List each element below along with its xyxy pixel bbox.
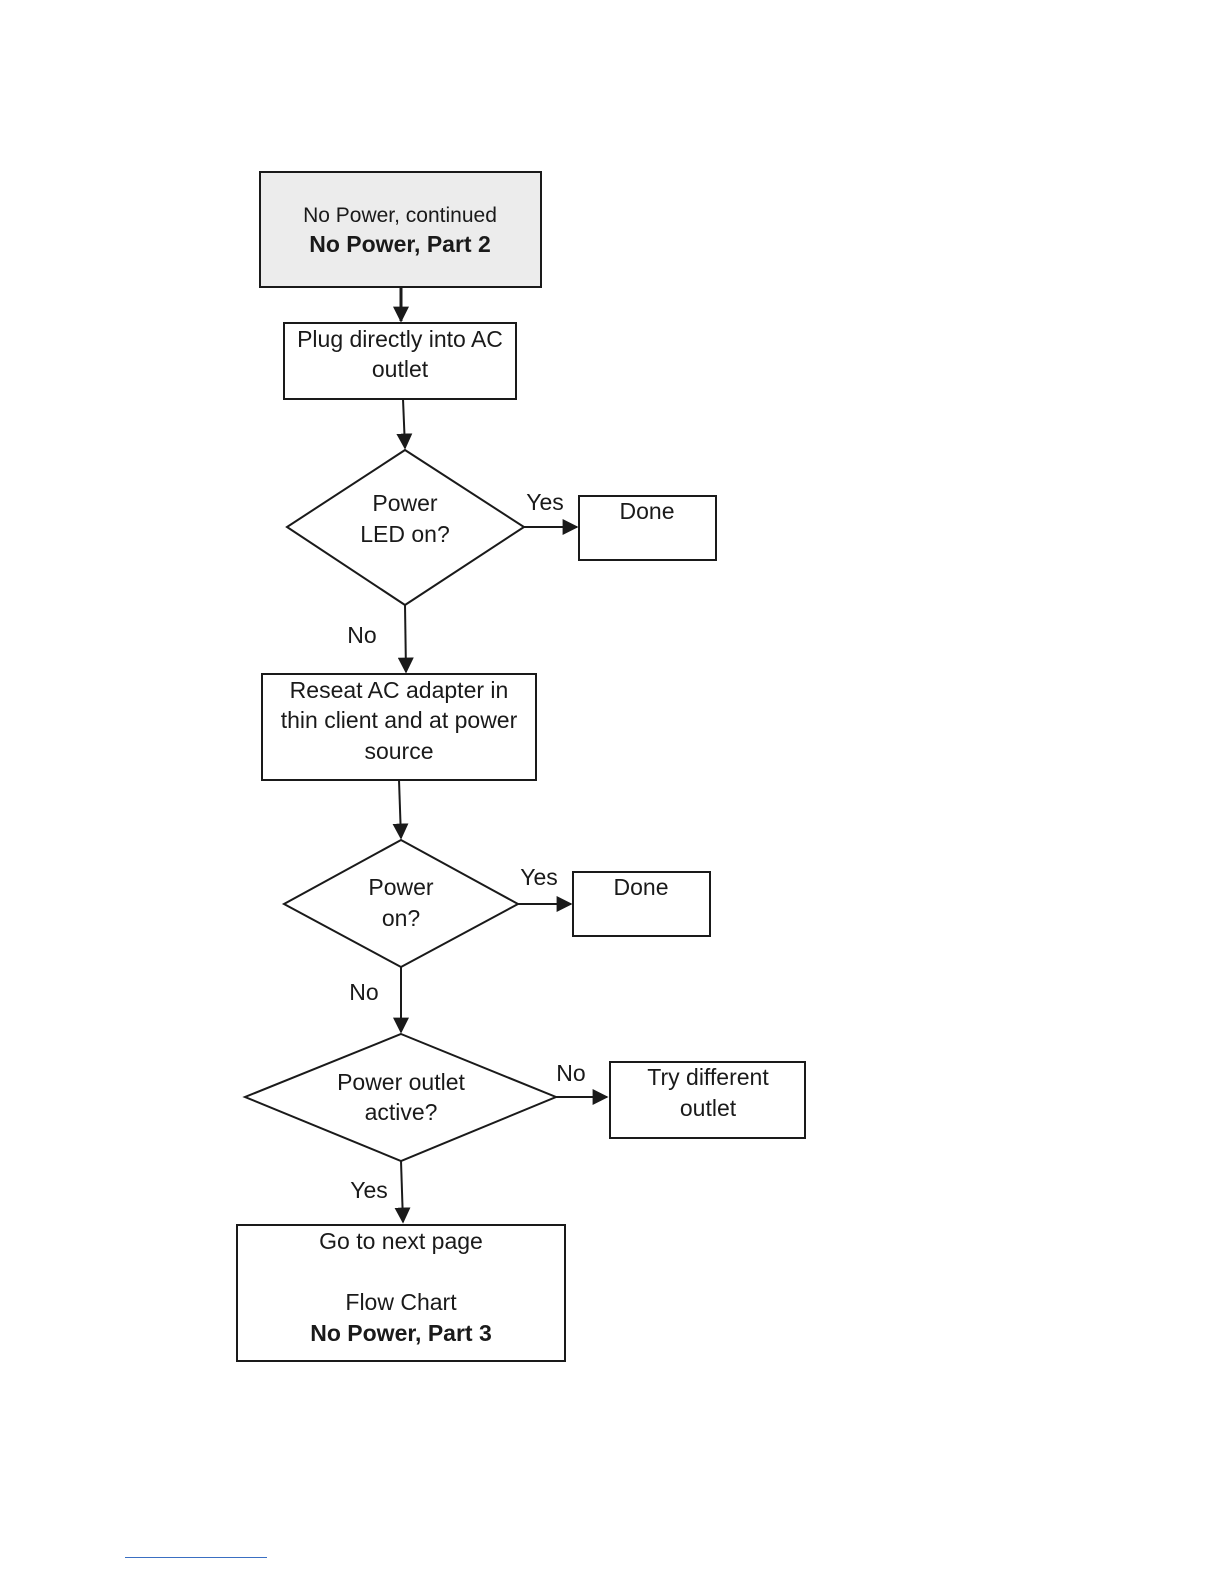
edge-plug-to-led — [403, 399, 405, 448]
next-page-line1: Go to next page — [319, 1228, 483, 1254]
led-decision-line1: Power — [372, 490, 438, 516]
header-title: No Power, Part 2 — [309, 231, 491, 257]
outlet-decision-diamond: Power outlet active? — [245, 1034, 556, 1161]
next-page-line3: No Power, Part 3 — [310, 1320, 492, 1346]
edge-label-outlet-yes: Yes — [350, 1177, 388, 1203]
try-outlet-line1: Try different — [647, 1064, 769, 1090]
edge-outlet-yes — [401, 1161, 403, 1222]
edge-label-power-no: No — [349, 979, 378, 1005]
next-page-box: Go to next page Flow Chart No Power, Par… — [237, 1225, 565, 1361]
plug-box: Plug directly into AC outlet — [284, 323, 516, 399]
reseat-label-line2: thin client and at power — [281, 707, 518, 733]
reseat-label-line1: Reseat AC adapter in — [290, 677, 509, 703]
try-outlet-line2: outlet — [680, 1095, 737, 1121]
outlet-decision-line1: Power outlet — [337, 1069, 465, 1095]
led-decision-line2: LED on? — [360, 521, 450, 547]
next-page-line2: Flow Chart — [345, 1289, 457, 1315]
reseat-box: Reseat AC adapter in thin client and at … — [262, 674, 536, 780]
reseat-label-line3: source — [364, 738, 433, 764]
done-label-1: Done — [620, 498, 675, 524]
edge-label-led-yes: Yes — [526, 489, 564, 515]
power-decision-diamond: Power on? — [284, 840, 518, 967]
done-box-2: Done — [573, 872, 710, 936]
edge-reseat-to-power — [399, 780, 401, 838]
power-decision-line1: Power — [368, 874, 434, 900]
done-label-2: Done — [614, 874, 669, 900]
power-decision-line2: on? — [382, 905, 420, 931]
outlet-decision-line2: active? — [365, 1099, 438, 1125]
edge-label-power-yes: Yes — [520, 864, 558, 890]
header-subtitle: No Power, continued — [303, 204, 497, 227]
try-outlet-box: Try different outlet — [610, 1062, 805, 1138]
footnote-separator — [125, 1557, 267, 1558]
plug-label-line1: Plug directly into AC — [297, 326, 503, 352]
edge-label-led-no: No — [347, 622, 376, 648]
done-box-1: Done — [579, 496, 716, 560]
header-box: No Power, continued No Power, Part 2 — [260, 172, 541, 287]
edge-label-outlet-no: No — [556, 1060, 585, 1086]
plug-label-line2: outlet — [372, 356, 429, 382]
led-decision-diamond: Power LED on? — [287, 450, 524, 605]
edge-led-no — [405, 605, 406, 672]
